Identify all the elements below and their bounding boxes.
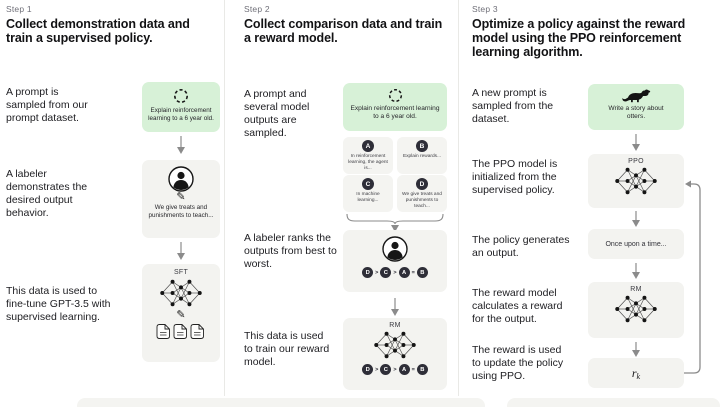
step2-prompt-caption: Explain reinforcement learning to a 6 ye… <box>350 105 440 120</box>
neural-network-icon <box>160 279 202 307</box>
step3-row3-text: The policy generates an output. <box>472 234 570 259</box>
step2-heading: Collect comparison data and train a rewa… <box>244 17 443 45</box>
output-d-text: We give treats and punishments to teach.… <box>402 192 442 209</box>
refresh-icon <box>388 88 402 103</box>
ranking-row: D > C > A = B <box>362 267 428 278</box>
step3-output-caption: Once upon a time... <box>605 240 667 248</box>
step3-reward-box: rk <box>588 358 684 388</box>
loop-arrow <box>684 180 701 374</box>
down-arrow-icon <box>177 242 185 260</box>
rank-circle: A <box>398 364 410 375</box>
output-a-text: In reinforcement learning, the agent is.… <box>348 154 388 171</box>
person-icon <box>168 166 194 192</box>
pencil-icon: ✎ <box>176 191 186 203</box>
step2-row1-text: A prompt and several model outputs are s… <box>244 88 310 139</box>
ppo-label: PPO <box>628 158 644 165</box>
output-b-badge: B <box>416 140 428 152</box>
reward-k-subscript: k <box>636 372 641 381</box>
step2-labeler-box: D > C > A = B <box>343 230 447 292</box>
down-arrow-icon <box>632 263 640 279</box>
rank-circle: B <box>416 267 428 278</box>
step2-prompt-box: Explain reinforcement learning to a 6 ye… <box>343 83 447 131</box>
output-b-text: Explain rewards... <box>402 154 442 159</box>
step1-row3-text: This data is used to fine-tune GPT-3.5 w… <box>6 285 111 323</box>
otter-icon <box>622 89 651 103</box>
step3-row2-text: The PPO model is initialized from the su… <box>472 158 558 196</box>
rank-circle: C <box>380 267 392 278</box>
down-arrow-icon <box>632 134 640 151</box>
step1-row1-text: A prompt is sampled from our prompt data… <box>6 86 88 124</box>
rank-circle: D <box>362 364 374 375</box>
step3-row4-text: The reward model calculates a reward for… <box>472 287 563 325</box>
rank-separator: > <box>375 366 379 373</box>
down-arrow-icon <box>177 136 185 154</box>
rank-circle: C <box>380 364 392 375</box>
step3-ppo-model-box: PPO <box>588 154 684 208</box>
column-divider <box>458 0 459 396</box>
down-arrow-icon <box>391 298 399 316</box>
step3-output-box: Once upon a time... <box>588 229 684 259</box>
step3-label: Step 3 <box>472 4 498 14</box>
brace-connector <box>346 213 444 232</box>
step3-prompt-caption: Write a story about otters. <box>608 105 664 120</box>
rank-separator: = <box>411 269 415 276</box>
step1-row2-text: A labeler demonstrates the desired outpu… <box>6 168 88 219</box>
step1-heading: Collect demonstration data and train a s… <box>6 17 190 45</box>
step2-rm-model-box: RM D > C > A = B <box>343 318 447 390</box>
rank-separator: > <box>393 269 397 276</box>
step1-sft-model-box: SFT ✎ <box>142 264 220 362</box>
bottom-strip <box>77 398 485 407</box>
output-c-badge: C <box>362 178 374 190</box>
step1-label: Step 1 <box>6 4 32 14</box>
step3-prompt-box: Write a story about otters. <box>588 84 684 130</box>
sft-label: SFT <box>173 269 189 276</box>
down-arrow-icon <box>632 211 640 227</box>
output-box-a: A In reinforcement learning, the agent i… <box>343 137 393 174</box>
column-divider <box>224 0 225 396</box>
step3-heading: Optimize a policy against the reward mod… <box>472 17 686 59</box>
step3-row1-text: A new prompt is sampled from the dataset… <box>472 87 554 125</box>
reward-symbol: rk <box>632 364 640 382</box>
neural-network-icon <box>615 167 657 195</box>
reward-r: r <box>631 366 637 380</box>
rm-label: RM <box>389 322 401 329</box>
rank-separator: = <box>411 366 415 373</box>
rank-separator: > <box>375 269 379 276</box>
step3-rm-model-box: RM <box>588 282 684 338</box>
step1-prompt-box: Explain reinforcement learning to a 6 ye… <box>142 82 220 132</box>
step3-row5-text: The reward is used to update the policy … <box>472 344 564 382</box>
rank-separator: > <box>393 366 397 373</box>
step2-row3-text: This data is used to train our reward mo… <box>244 330 330 368</box>
output-box-c: C In machine learning... <box>343 175 393 212</box>
bottom-strip <box>507 398 720 407</box>
output-box-b: B Explain rewards... <box>397 137 447 174</box>
rank-circle: A <box>398 267 410 278</box>
person-icon <box>382 236 408 262</box>
ranking-row: D > C > A = B <box>362 364 428 375</box>
step1-labeler-box: ✎ We give treats and punishments to teac… <box>142 160 220 238</box>
documents-icon <box>156 324 204 339</box>
rank-circle: B <box>416 364 428 375</box>
neural-network-icon <box>374 331 416 359</box>
output-d-badge: D <box>416 178 428 190</box>
output-box-d: D We give treats and punishments to teac… <box>397 175 447 212</box>
step2-label: Step 2 <box>244 4 270 14</box>
down-arrow-icon <box>632 342 640 357</box>
refresh-icon <box>174 89 188 103</box>
rm-label: RM <box>630 286 642 293</box>
rank-circle: D <box>362 267 374 278</box>
output-c-text: In machine learning... <box>356 192 380 203</box>
step2-row2-text: A labeler ranks the outputs from best to… <box>244 232 337 270</box>
output-a-badge: A <box>362 140 374 152</box>
pencil-icon: ✎ <box>176 309 186 321</box>
step1-prompt-caption: Explain reinforcement learning to a 6 ye… <box>148 107 214 122</box>
neural-network-icon <box>615 295 657 323</box>
step1-labeler-caption: We give treats and punishments to teach.… <box>148 204 214 219</box>
